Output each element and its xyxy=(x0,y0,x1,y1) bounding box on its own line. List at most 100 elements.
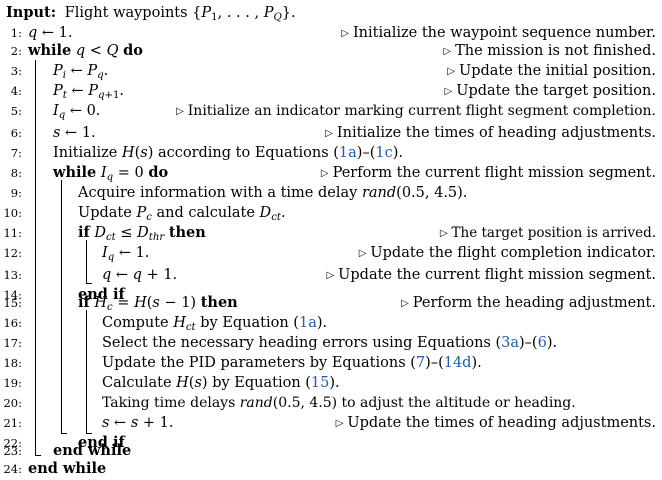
algorithm-line-18: 18: Update the PID parameters by Equatio… xyxy=(0,352,662,374)
line-code: end if xyxy=(78,434,125,451)
line-code: Update the PID parameters by Equations (… xyxy=(102,355,482,371)
equation-link[interactable]: 3a xyxy=(501,335,520,351)
algorithm-line-11: 11: if Dct ≤ Dthr then ▷The target posit… xyxy=(0,222,662,244)
comment-triangle-icon: ▷ xyxy=(341,28,349,39)
line-number: 1: xyxy=(10,26,22,40)
line-code: if Hc = H(s − 1) then xyxy=(78,294,238,313)
equation-link[interactable]: 1a xyxy=(338,145,357,161)
algorithm-line-22: 22: end if xyxy=(0,432,662,454)
line-code: Pt ← Pq+1. xyxy=(53,83,125,101)
line-code: end while xyxy=(28,460,107,477)
algorithm-line-24: 24: end while xyxy=(0,458,662,480)
if-heading-scope-bar xyxy=(86,310,92,434)
algorithm-line-6: 6: s ← 1. ▷Initialize the times of headi… xyxy=(0,122,662,144)
line-comment: ▷Perform the current flight mission segm… xyxy=(320,165,656,181)
line-code: end while xyxy=(53,442,132,459)
line-comment: ▷Update the target position. xyxy=(444,83,656,99)
line-comment: ▷Perform the heading adjustment. xyxy=(401,295,656,311)
line-number: 7: xyxy=(10,146,22,160)
algorithm-line-20: 20: Taking time delays rand(0.5, 4.5) to… xyxy=(0,392,662,414)
while-inner-scope-bar xyxy=(61,180,67,434)
equation-link[interactable]: 14d xyxy=(443,355,472,371)
line-comment: ▷Update the current flight mission segme… xyxy=(326,267,656,283)
line-number: 23: xyxy=(3,444,22,458)
line-code: Calculate H(s) by Equation (15). xyxy=(102,375,340,391)
algorithm-line-12: 12: Iq ← 1. ▷Update the flight completio… xyxy=(0,242,662,264)
line-code: while Iq = 0 do xyxy=(53,164,169,183)
input-line: Input: Flight waypoints {P1, . . . , PQ}… xyxy=(6,2,296,24)
comment-triangle-icon: ▷ xyxy=(439,228,448,239)
line-code: end if xyxy=(78,286,125,303)
algorithm-line-15: 15: if Hc = H(s − 1) then ▷Perform the h… xyxy=(0,292,662,314)
line-number: 18: xyxy=(3,356,22,370)
algorithm-line-21: 21: s ← s + 1. ▷Update the times of head… xyxy=(0,412,662,434)
algorithm-line-17: 17: Select the necessary heading errors … xyxy=(0,332,662,354)
line-number: 17: xyxy=(3,336,22,350)
algorithm-line-5: 5: Iq ← 0. ▷Initialize an indicator mark… xyxy=(0,100,662,122)
line-comment: ▷Update the flight completion indicator. xyxy=(358,245,656,261)
line-comment: ▷Initialize an indicator marking current… xyxy=(176,103,656,119)
comment-triangle-icon: ▷ xyxy=(444,86,453,97)
line-comment: ▷Initialize the times of heading adjustm… xyxy=(325,125,656,141)
while-outer-scope-bar xyxy=(35,60,41,456)
algorithm-line-19: 19: Calculate H(s) by Equation (15). xyxy=(0,372,662,394)
equation-link[interactable]: 1c xyxy=(375,145,393,161)
line-comment: ▷The mission is not finished. xyxy=(443,43,656,59)
line-code: Iq ← 1. xyxy=(102,245,150,263)
line-number: 8: xyxy=(10,166,22,180)
comment-triangle-icon: ▷ xyxy=(325,128,333,139)
comment-triangle-icon: ▷ xyxy=(443,46,452,57)
line-code: s ← s + 1. xyxy=(102,415,174,431)
line-comment: ▷Initialize the waypoint sequence number… xyxy=(341,25,656,41)
line-number: 9: xyxy=(10,186,22,200)
equation-link[interactable]: 15 xyxy=(310,375,330,391)
algorithm-line-3: 3: Pi ← Pq. ▷Update the initial position… xyxy=(0,60,662,82)
line-code: Acquire information with a time delay ra… xyxy=(78,185,468,201)
line-number: 14: xyxy=(3,288,22,302)
line-code: Select the necessary heading errors usin… xyxy=(102,335,558,351)
algorithm-line-1: 1: q ← 1. ▷Initialize the waypoint seque… xyxy=(0,22,662,44)
line-number: 16: xyxy=(3,316,22,330)
line-number: 2: xyxy=(10,44,22,58)
line-comment: ▷Update the initial position. xyxy=(447,63,656,79)
equation-link[interactable]: 1a xyxy=(298,315,317,331)
algorithm-line-14: 14: end if xyxy=(0,284,662,306)
line-number: 12: xyxy=(3,246,22,260)
line-number: 6: xyxy=(10,126,22,140)
comment-triangle-icon: ▷ xyxy=(447,66,455,77)
algorithm-line-13: 13: q ← q + 1. ▷Update the current fligh… xyxy=(0,264,662,286)
equation-link[interactable]: 7 xyxy=(415,355,426,371)
line-comment: ▷The target position is arrived. xyxy=(439,225,656,241)
line-number: 24: xyxy=(3,462,22,476)
line-code: Initialize H(s) according to Equations (… xyxy=(53,145,404,161)
line-code: Compute Hct by Equation (1a). xyxy=(102,315,328,333)
line-code: if Dct ≤ Dthr then xyxy=(78,224,206,243)
line-number: 21: xyxy=(3,416,22,430)
input-label: Input: xyxy=(6,4,57,21)
line-number: 3: xyxy=(10,64,22,78)
line-code: q ← q + 1. xyxy=(102,267,178,283)
comment-triangle-icon: ▷ xyxy=(358,248,367,259)
line-number: 10: xyxy=(3,206,22,220)
algorithm-line-23: 23: end while xyxy=(0,440,662,462)
algorithm-input: Input: Flight waypoints {P1, . . . , PQ}… xyxy=(0,2,662,24)
line-code: Iq ← 0. xyxy=(53,103,101,121)
line-number: 22: xyxy=(3,436,22,450)
comment-triangle-icon: ▷ xyxy=(335,418,344,429)
equation-link[interactable]: 6 xyxy=(537,335,547,351)
line-code: s ← 1. xyxy=(53,125,96,141)
line-number: 15: xyxy=(3,296,22,310)
line-code: Pi ← Pq. xyxy=(53,63,109,81)
comment-triangle-icon: ▷ xyxy=(401,298,409,309)
if-arrive-scope-bar xyxy=(86,240,92,284)
comment-triangle-icon: ▷ xyxy=(326,270,335,281)
line-code: while q < Q do xyxy=(28,42,143,59)
algorithm-line-4: 4: Pt ← Pq+1. ▷Update the target positio… xyxy=(0,80,662,102)
line-comment: ▷Update the times of heading adjustments… xyxy=(335,415,656,431)
algorithm-line-2: 2: while q < Q do ▷The mission is not fi… xyxy=(0,40,662,62)
line-number: 13: xyxy=(3,268,22,282)
line-number: 4: xyxy=(10,84,22,98)
line-code: Taking time delays rand(0.5, 4.5) to adj… xyxy=(102,395,576,411)
input-text: Flight waypoints {P1, . . . , PQ}. xyxy=(64,5,296,23)
